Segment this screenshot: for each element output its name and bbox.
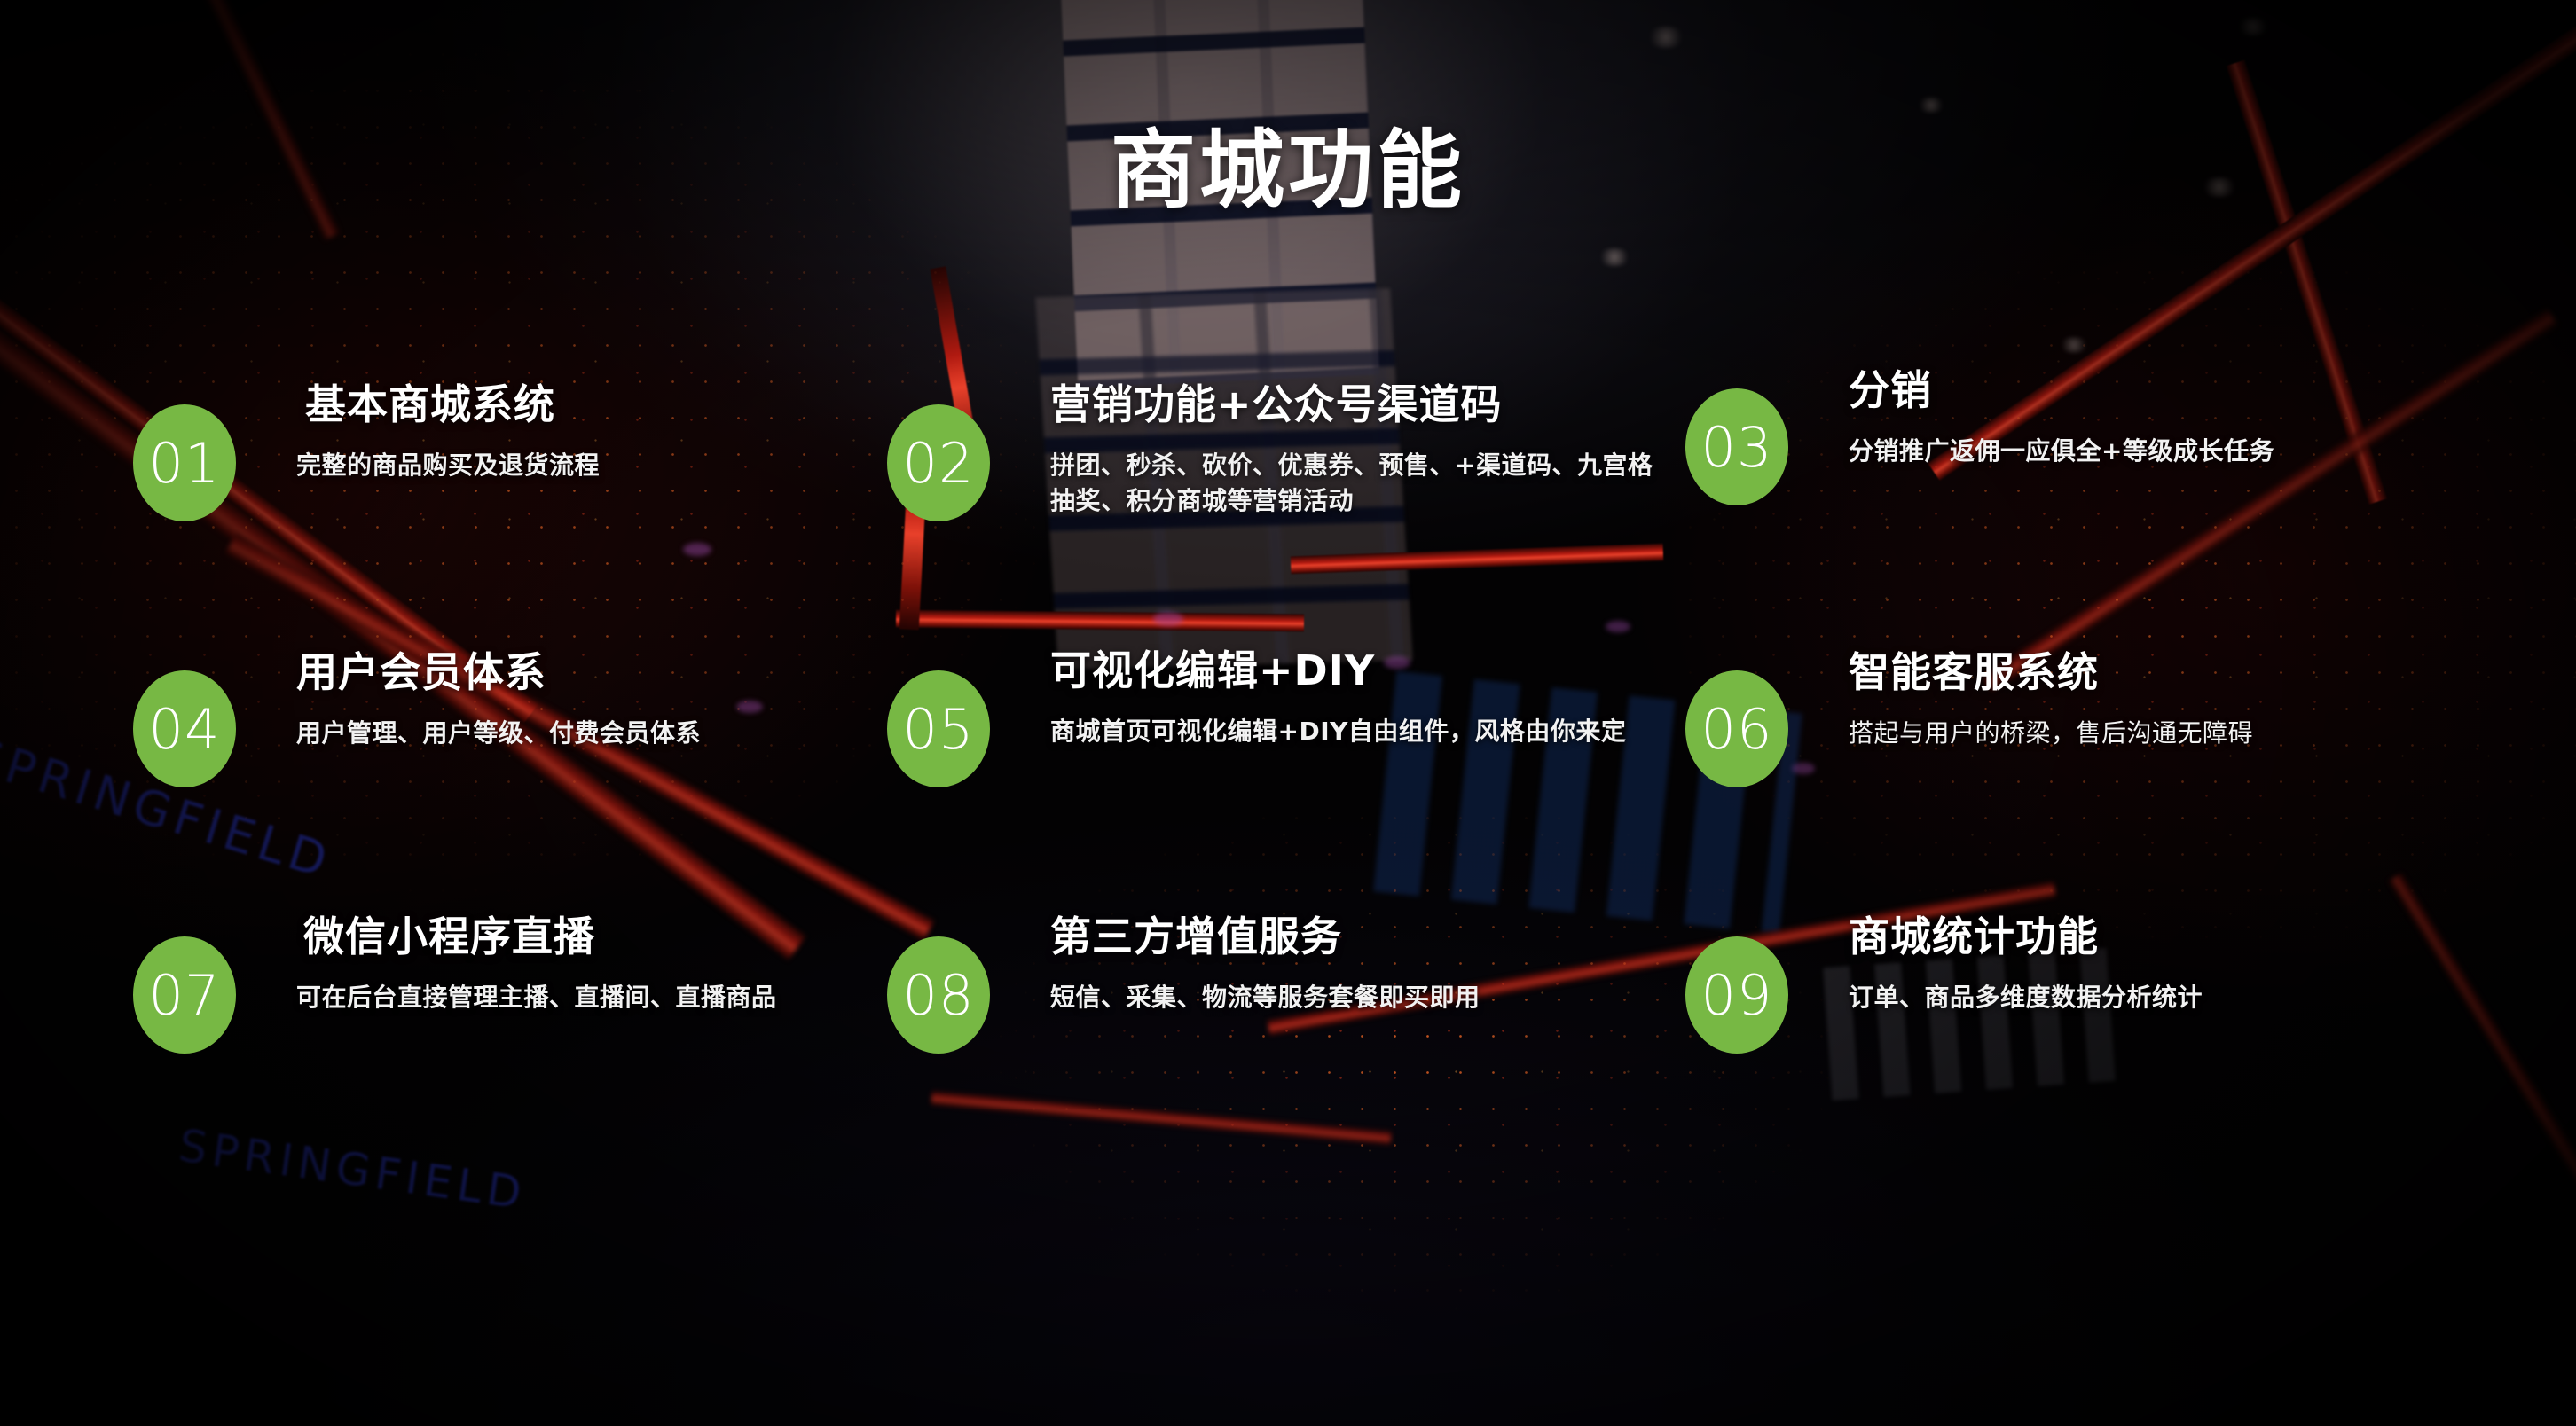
feature-description: 订单、商品多维度数据分析统计 <box>1849 982 2203 1012</box>
feature-description: 短信、采集、物流等服务套餐即买即用 <box>1050 982 1480 1012</box>
feature-row: 01 基本商城系统 完整的商品购买及退货流程 02 营销功能+公众号渠道码 拼团… <box>0 367 2576 647</box>
feature-text: 商城统计功能 订单、商品多维度数据分析统计 <box>1849 913 2470 1015</box>
feature-number-badge: 01 <box>133 404 236 521</box>
ceiling-light-6 <box>2235 18 2271 35</box>
feature-description: 完整的商品购买及退货流程 <box>296 450 601 480</box>
feature-grid: 01 基本商城系统 完整的商品购买及退货流程 02 营销功能+公众号渠道码 拼团… <box>0 367 2576 1179</box>
feature-number-badge: 03 <box>1685 388 1788 505</box>
feature-item-02[interactable]: 02 营销功能+公众号渠道码 拼团、秒杀、砍价、优惠券、预售、+渠道码、九宫格抽… <box>887 381 1685 647</box>
feature-text: 微信小程序直播 可在后台直接管理主播、直播间、直播商品 <box>296 913 917 1015</box>
feature-item-04[interactable]: 04 用户会员体系 用户管理、用户等级、付费会员体系 <box>133 647 931 913</box>
feature-text: 可视化编辑+DIY 商城首页可视化编辑+DIY自由组件，风格由你来定 <box>1050 647 1671 749</box>
feature-text: 分销 分销推广返佣一应俱全+等级成长任务 <box>1849 367 2470 469</box>
feature-description: 分销推广返佣一应俱全+等级成长任务 <box>1849 435 2274 466</box>
feature-title: 微信小程序直播 <box>303 913 595 960</box>
feature-title: 营销功能+公众号渠道码 <box>1050 380 1503 428</box>
ceiling-light-1 <box>1645 27 1686 48</box>
feature-title: 基本商城系统 <box>305 380 555 428</box>
feature-description: 可在后台直接管理主播、直播间、直播商品 <box>296 982 777 1012</box>
feature-item-01[interactable]: 01 基本商城系统 完整的商品购买及退货流程 <box>133 381 931 647</box>
page-title: 商城功能 <box>1111 121 1465 221</box>
feature-item-03[interactable]: 03 分销 分销推广返佣一应俱全+等级成长任务 <box>1685 367 2484 647</box>
ceiling-light-2 <box>1597 248 1632 266</box>
feature-title: 智能客服系统 <box>1849 648 2099 696</box>
feature-row: 04 用户会员体系 用户管理、用户等级、付费会员体系 05 可视化编辑+DIY … <box>0 647 2576 913</box>
feature-number-badge: 05 <box>887 670 990 787</box>
feature-number-badge: 04 <box>133 670 236 787</box>
feature-text: 营销功能+公众号渠道码 拼团、秒杀、砍价、优惠券、预售、+渠道码、九宫格抽奖、积… <box>1050 381 1671 520</box>
feature-title: 用户会员体系 <box>296 648 546 696</box>
feature-item-07[interactable]: 07 微信小程序直播 可在后台直接管理主播、直播间、直播商品 <box>133 913 931 1179</box>
feature-text: 第三方增值服务 短信、采集、物流等服务套餐即买即用 <box>1050 913 1671 1015</box>
feature-description: 商城首页可视化编辑+DIY自由组件，风格由你来定 <box>1050 716 1627 746</box>
feature-number-badge: 06 <box>1685 670 1788 787</box>
feature-title: 第三方增值服务 <box>1050 913 1342 960</box>
feature-item-09[interactable]: 09 商城统计功能 订单、商品多维度数据分析统计 <box>1685 913 2484 1179</box>
feature-number-badge: 09 <box>1685 936 1788 1054</box>
feature-description: 用户管理、用户等级、付费会员体系 <box>296 717 702 748</box>
feature-number-badge: 07 <box>133 936 236 1054</box>
feature-item-05[interactable]: 05 可视化编辑+DIY 商城首页可视化编辑+DIY自由组件，风格由你来定 <box>887 647 1685 913</box>
feature-description: 拼团、秒杀、砍价、优惠券、预售、+渠道码、九宫格抽奖、积分商城等营销活动 <box>1050 450 1653 516</box>
feature-number-badge: 02 <box>887 404 990 521</box>
feature-title: 分销 <box>1849 366 1932 414</box>
ceiling-light-4 <box>2058 337 2090 353</box>
feature-text: 智能客服系统 搭起与用户的桥梁，售后沟通无障碍 <box>1849 649 2470 751</box>
feature-number-badge: 08 <box>887 936 990 1054</box>
feature-item-06[interactable]: 06 智能客服系统 搭起与用户的桥梁，售后沟通无障碍 <box>1685 647 2484 913</box>
feature-item-08[interactable]: 08 第三方增值服务 短信、采集、物流等服务套餐即买即用 <box>887 913 1685 1179</box>
feature-text: 用户会员体系 用户管理、用户等级、付费会员体系 <box>296 649 917 751</box>
feature-row: 07 微信小程序直播 可在后台直接管理主播、直播间、直播商品 08 第三方增值服… <box>0 913 2576 1179</box>
feature-text: 基本商城系统 完整的商品购买及退货流程 <box>296 381 917 483</box>
feature-title: 商城统计功能 <box>1849 913 2099 960</box>
ceiling-light-5 <box>1916 98 1946 113</box>
feature-description: 搭起与用户的桥梁，售后沟通无障碍 <box>1849 717 2254 748</box>
feature-title: 可视化编辑+DIY <box>1050 646 1376 694</box>
